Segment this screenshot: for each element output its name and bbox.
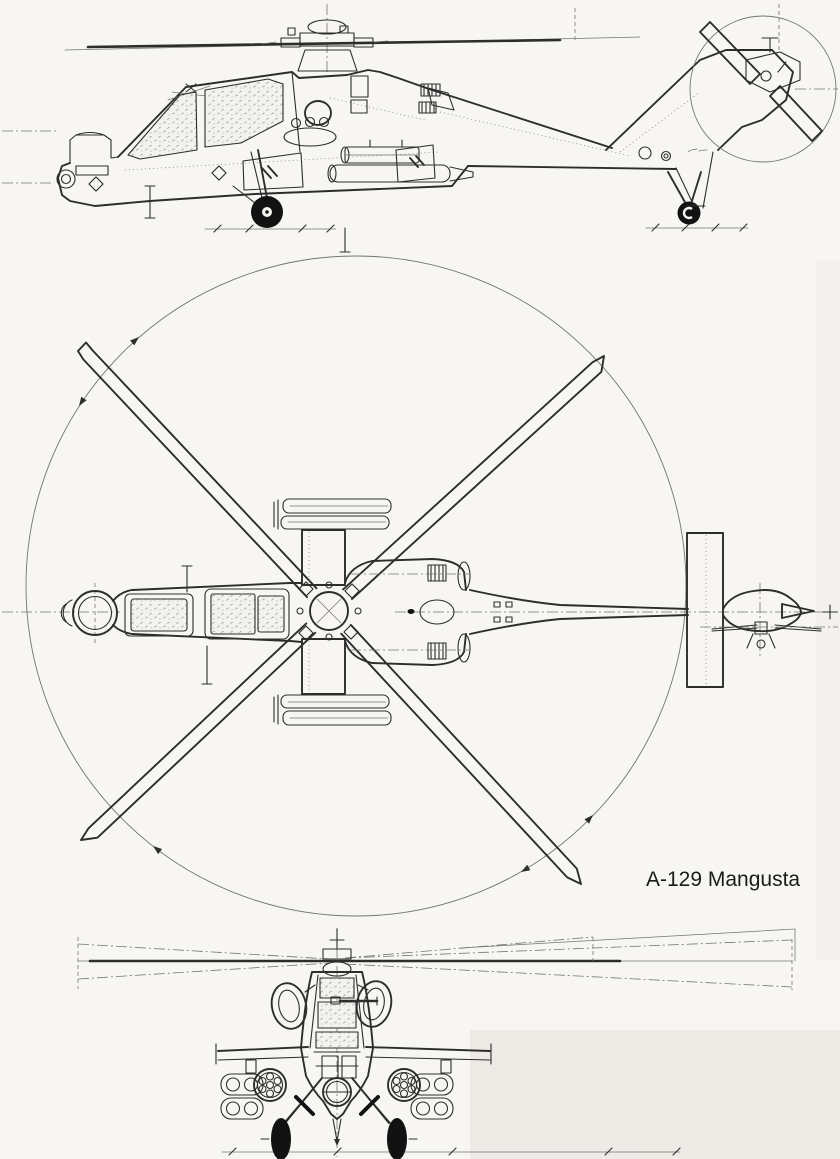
top-wings-weapons (273, 498, 392, 726)
nose-tip-sensor (62, 599, 73, 627)
side-fuselage (57, 69, 677, 253)
side-nose-sensors (56, 165, 227, 192)
side-weapons (327, 139, 474, 183)
front-weapons (220, 1068, 454, 1120)
caption: A-129 Mangusta (646, 868, 800, 891)
side-main-rotor (64, 19, 641, 72)
scan-shadow-bottom-right (470, 1030, 840, 1159)
tail-rotor-disc (689, 15, 837, 163)
front-gun (330, 996, 379, 1006)
side-view (2, 4, 838, 253)
main-rotor-disc (25, 255, 687, 917)
front-right-wheel (387, 1118, 407, 1159)
top-view (2, 255, 838, 917)
side-canopy (127, 78, 284, 160)
side-tail-rotor (689, 15, 837, 163)
scan-shadow-right-edge (816, 260, 840, 960)
top-tail-rotor (700, 589, 838, 649)
front-left-wheel (271, 1118, 291, 1159)
rotor-direction-arrows (79, 337, 593, 872)
tail-gearbox-fairing (745, 51, 801, 93)
front-chin-turret (322, 1077, 352, 1146)
front-main-rotor (77, 928, 796, 990)
side-landing-gear (232, 149, 702, 228)
front-wings (215, 1043, 492, 1074)
side-tail (605, 49, 794, 209)
front-view (77, 928, 796, 1159)
engine-exhaust-grilles (418, 83, 441, 114)
top-stabilizer (686, 532, 724, 688)
front-fuselage (300, 971, 374, 1120)
nose-sight-turret (72, 590, 118, 636)
rotor-mast-fairing (297, 49, 358, 72)
front-landing-gear (260, 1077, 418, 1159)
top-fuselage (60, 565, 689, 685)
tiny-stencil-marking (687, 148, 708, 153)
side-datum-marks (2, 4, 838, 233)
front-rotor-mast (322, 928, 352, 977)
top-engine-nacelles (344, 558, 471, 666)
engine-intake-ring (304, 100, 332, 126)
tail-wheel (677, 201, 701, 225)
main-rotor-blades (77, 341, 605, 885)
